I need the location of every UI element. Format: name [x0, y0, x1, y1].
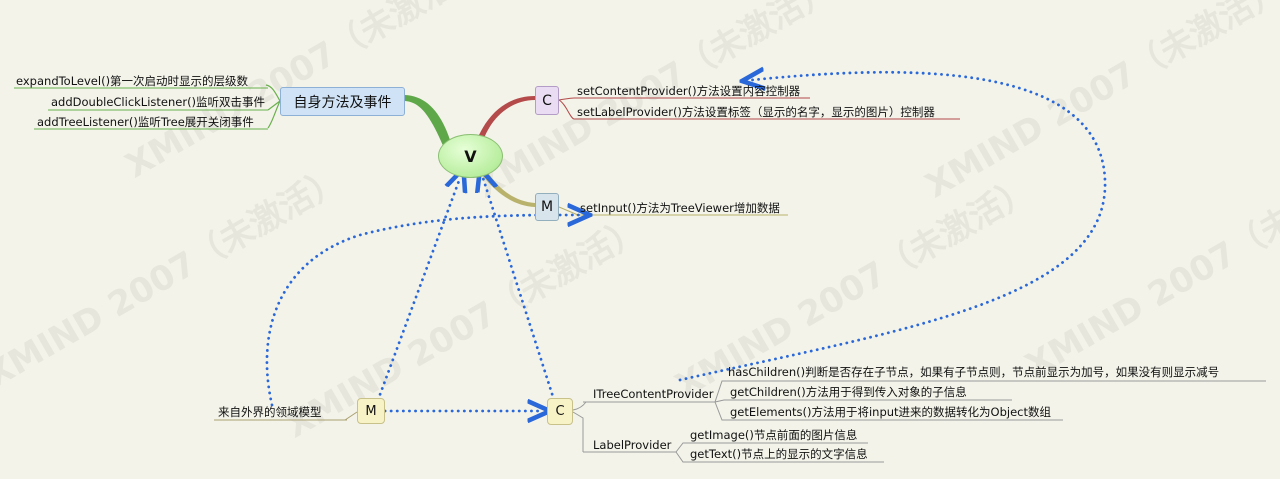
itree-item: getElements()方法用于将input进来的数据转化为Object数组 [730, 405, 1051, 419]
central-topic-v[interactable]: V [438, 134, 503, 178]
topic-c-top[interactable]: C [535, 86, 559, 115]
rel-c-to-v [483, 178, 556, 402]
left-item: expandToLevel()第一次启动时显示的层级数 [16, 74, 249, 88]
rel-itree-to-setcontent [678, 72, 1107, 382]
topic-c-bottom[interactable]: C [547, 398, 573, 425]
labelprov-item: getImage()节点前面的图片信息 [690, 428, 858, 442]
topic-m-top[interactable]: M [535, 193, 559, 221]
labelprov-item: getText()节点上的显示的文字信息 [690, 447, 868, 461]
domain-model-caption: 来自外界的领域模型 [218, 405, 322, 419]
topic-self-methods[interactable]: 自身方法及事件 [280, 87, 405, 116]
topic-m-bottom[interactable]: M [357, 398, 385, 424]
label-provider: LabelProvider [593, 438, 672, 452]
branch-c-top [479, 96, 535, 138]
c-top-item: setLabelProvider()方法设置标签（显示的名字，显示的图片）控制器 [577, 105, 935, 119]
itree-content-provider: ITreeContentProvider [593, 387, 714, 401]
rel-domain-to-setinput [265, 215, 580, 407]
itree-item: getChildren()方法用于得到传入对象的子信息 [730, 385, 967, 399]
left-item: addDoubleClickListener()监听双击事件 [51, 95, 266, 109]
c-top-item: setContentProvider()方法设置内容控制器 [577, 84, 801, 98]
left-item: addTreeListener()监听Tree展开关闭事件 [37, 115, 254, 129]
rel-m-to-v [376, 178, 460, 402]
itree-item: hasChildren()判断是否存在子节点，如果有子节点则，节点前显示为加号，… [728, 365, 1220, 379]
branch-left [405, 95, 450, 148]
m-top-item: setInput()方法为TreeViewer增加数据 [580, 201, 780, 215]
